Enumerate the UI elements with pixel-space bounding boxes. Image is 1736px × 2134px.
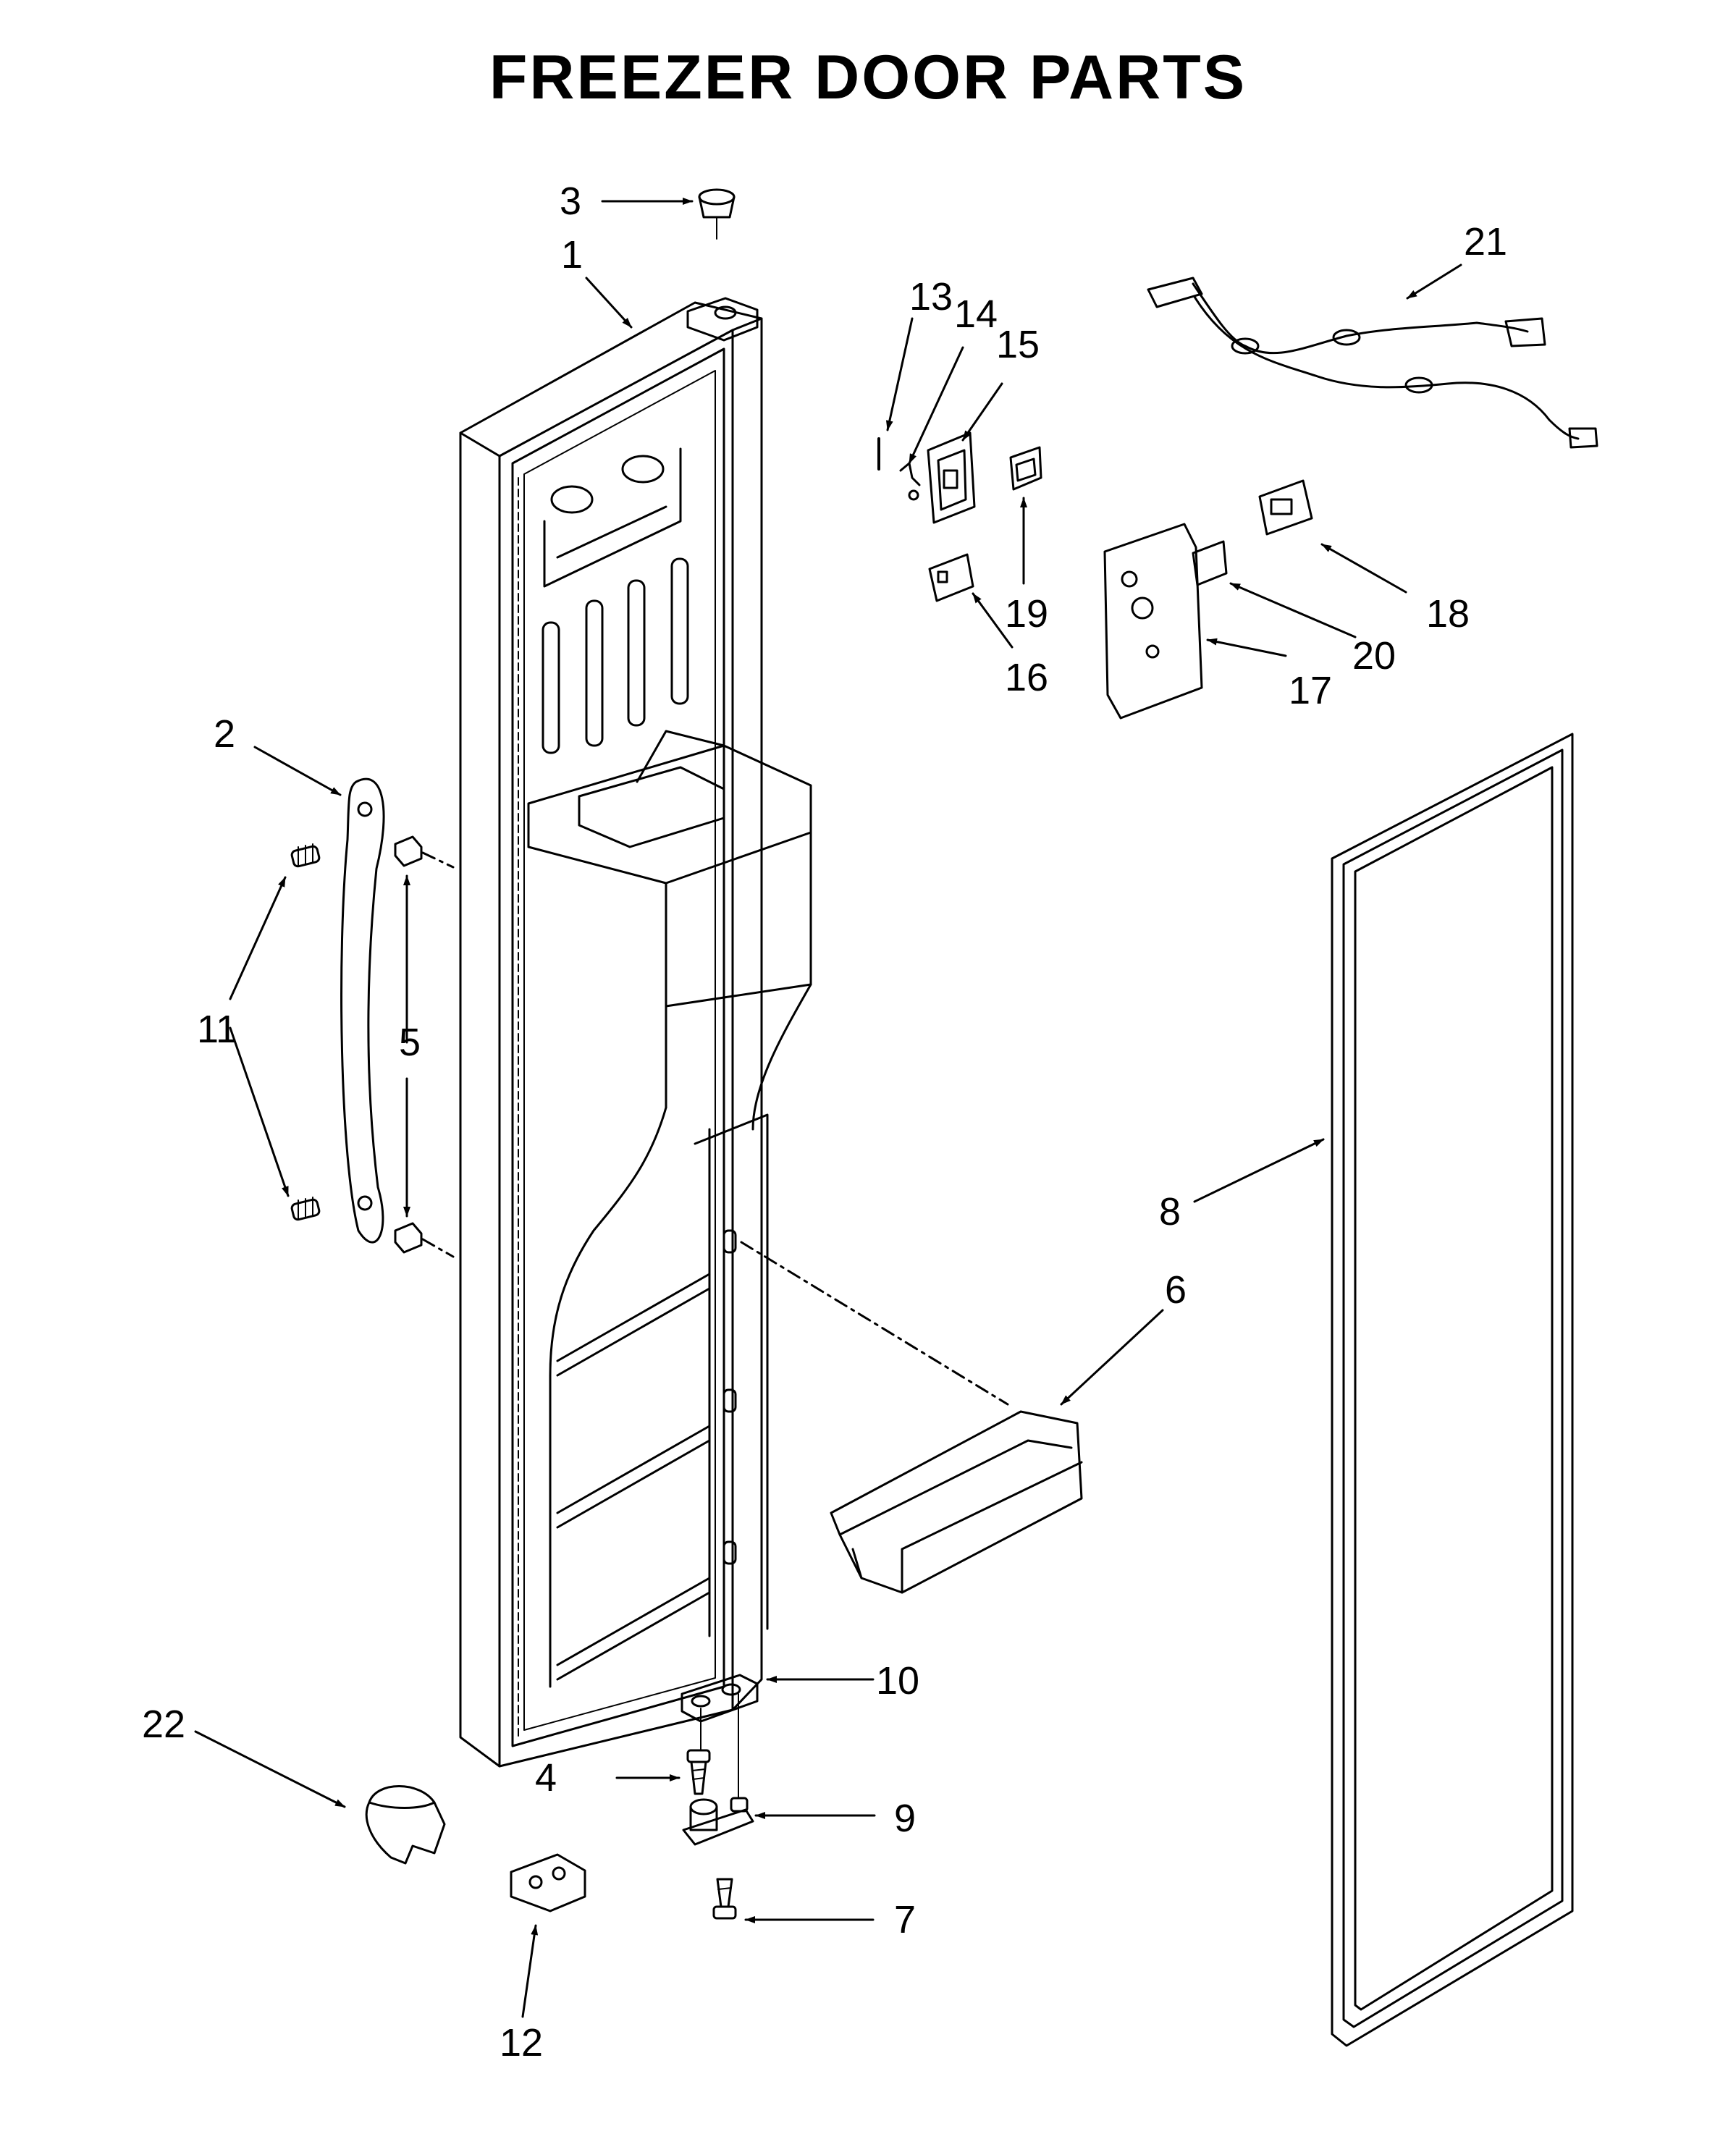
set-screw-part xyxy=(290,843,321,1221)
screw-part xyxy=(686,1749,711,1795)
callout-20: 20 xyxy=(1352,634,1396,678)
page-title: FREEZER DOOR PARTS xyxy=(489,43,1247,112)
plug-part xyxy=(698,188,736,240)
callout-12: 12 xyxy=(500,2021,543,2065)
callout-9: 9 xyxy=(894,1797,916,1840)
callout-7: 7 xyxy=(894,1898,916,1941)
wire-harness-part xyxy=(1147,277,1598,449)
callout-14: 14 xyxy=(954,292,998,336)
callout-17: 17 xyxy=(1289,669,1332,712)
callout-4: 4 xyxy=(535,1756,557,1800)
callout-1: 1 xyxy=(561,233,583,277)
spring-part xyxy=(899,462,921,486)
callout-8: 8 xyxy=(1159,1190,1181,1233)
handle-part xyxy=(340,777,385,1244)
bracket-part xyxy=(1009,446,1042,491)
hinge-bracket-part xyxy=(681,1674,759,1723)
door-bin-part xyxy=(830,1410,1083,1594)
mounting-stud-part xyxy=(394,835,423,1254)
callout-16: 16 xyxy=(1005,656,1048,699)
leader-lines xyxy=(194,198,1462,2018)
bracket-part-small xyxy=(1192,540,1228,586)
switch-part xyxy=(928,553,974,602)
callout-15: 15 xyxy=(996,323,1040,366)
clip-part xyxy=(365,1785,446,1865)
cover-part xyxy=(510,1853,586,1912)
callout-22: 22 xyxy=(142,1703,185,1746)
screw-part-lower xyxy=(712,1878,737,1920)
callout-10: 10 xyxy=(876,1659,919,1703)
callout-19: 19 xyxy=(1005,592,1048,636)
callout-6: 6 xyxy=(1165,1268,1187,1312)
callout-11: 11 xyxy=(197,1008,237,1051)
actuator-part xyxy=(927,431,976,524)
callout-21: 21 xyxy=(1464,220,1507,263)
callout-3: 3 xyxy=(560,180,581,223)
control-plate-part xyxy=(1103,523,1203,720)
board-part xyxy=(1258,479,1313,536)
hinge-pin-part xyxy=(682,1797,754,1846)
callout-18: 18 xyxy=(1426,592,1470,636)
callout-5: 5 xyxy=(399,1021,421,1064)
door-gasket-part xyxy=(1331,733,1574,2047)
door-liner-part xyxy=(459,297,812,1768)
callout-2: 2 xyxy=(214,712,235,756)
callout-13: 13 xyxy=(909,275,953,319)
